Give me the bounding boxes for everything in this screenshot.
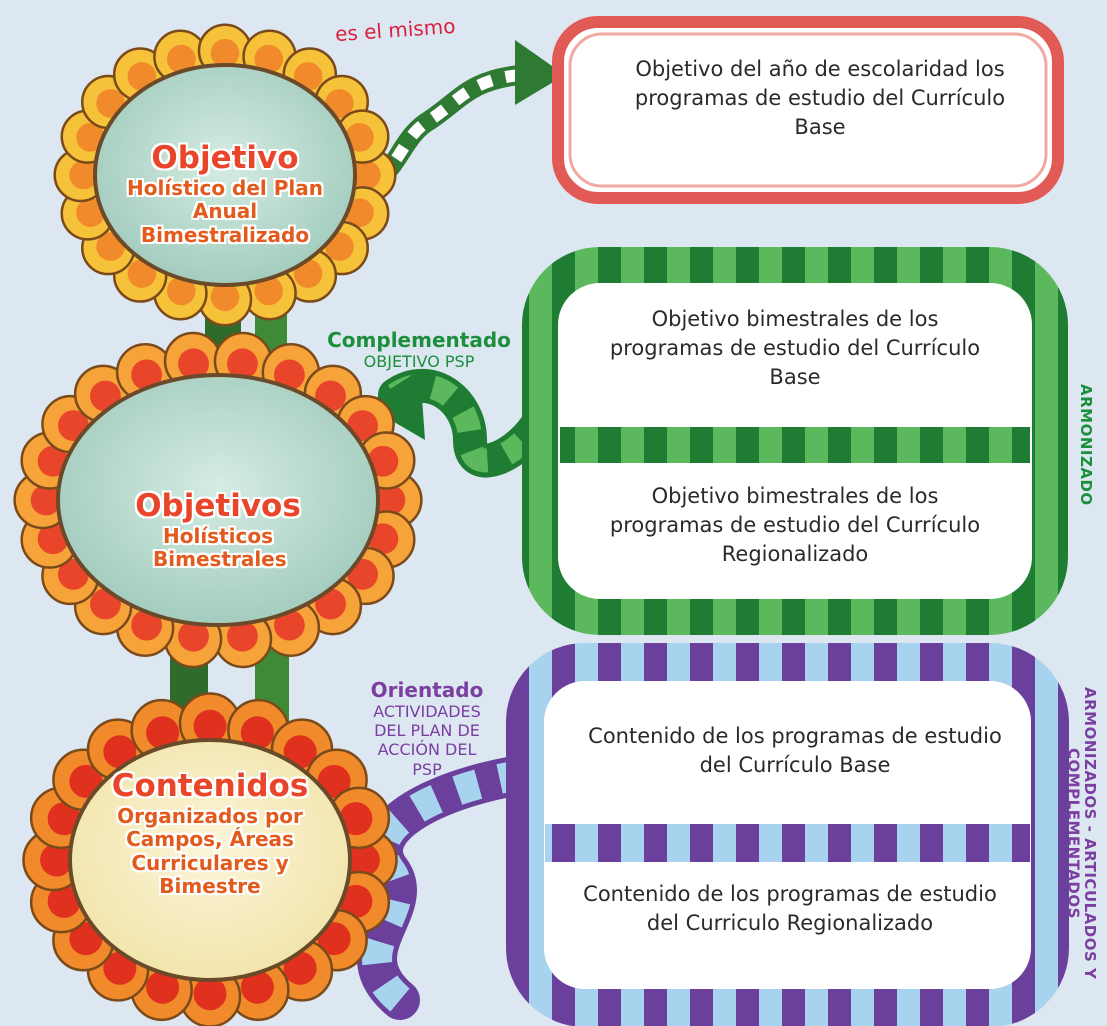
side-label-green: ARMONIZADO <box>1077 384 1095 506</box>
flower-3-subtitle: Organizados por Campos, Áreas Curricular… <box>117 803 303 899</box>
petal-inner <box>30 484 62 516</box>
petal-inner <box>37 445 69 477</box>
petal-inner <box>227 348 258 380</box>
petal-inner <box>254 44 283 74</box>
petal-inner <box>167 276 196 306</box>
flower-2-title: Objetivos <box>135 488 301 524</box>
flower-2 <box>13 331 423 669</box>
box-purple-2-text: Contenido de los programas de estudio de… <box>583 882 997 935</box>
petal-inner <box>367 445 399 477</box>
box-top-frame <box>552 16 1064 204</box>
petal-inner <box>254 276 283 306</box>
petal-inner <box>210 282 240 312</box>
connector-middle-sublabel: OBJETIVO PSP <box>363 352 475 371</box>
petal-inner <box>274 359 305 391</box>
connector-bottom-sublabel: ACTIVIDADES DEL PLAN DE ACCIÓN DEL PSP <box>373 702 481 779</box>
petal-inner <box>240 716 274 750</box>
petal-inner <box>131 359 162 391</box>
box-green-1-text: Objetivo bimestrales de los programas de… <box>609 307 981 389</box>
box-top-text: Objetivo del año de escolaridad los prog… <box>634 57 1006 139</box>
connector-middle-label-group: Complementado OBJETIVO PSP <box>304 328 534 371</box>
petal-inner <box>345 198 374 227</box>
petal-inner <box>193 977 227 1011</box>
flower-1-subtitle: Holístico del Plan Anual Bimestralizado <box>126 175 323 247</box>
petal-inner <box>178 348 209 380</box>
flower-3-title: Contenidos <box>111 768 309 804</box>
flower-2-text: Objetivos Holísticos Bimestrales <box>98 488 338 572</box>
box-purple-1-text: Contenido de los programas de estudio de… <box>588 724 1002 777</box>
petal-inner <box>346 843 380 877</box>
box-purple-frame <box>357 643 1069 1026</box>
side-label-purple: ARMONIZADOS - ARTICULADOS Y COMPLEMENTAD… <box>1064 686 1100 980</box>
petal-inner <box>339 884 373 918</box>
petal-inner <box>227 620 258 652</box>
flower-3 <box>22 692 398 1026</box>
petal-inner <box>283 735 317 769</box>
petal-inner <box>274 609 305 641</box>
petal-inner <box>76 198 105 227</box>
petal-inner <box>47 884 81 918</box>
petal-inner <box>146 970 180 1004</box>
petal-inner <box>339 802 373 836</box>
connector-middle-label: Complementado <box>327 328 511 352</box>
petal-inner <box>37 523 69 555</box>
petal-inner <box>103 735 137 769</box>
flower-2-subtitle: Holísticos Bimestrales <box>153 523 287 572</box>
petal-inner <box>40 843 74 877</box>
petal-inner <box>283 951 317 985</box>
connector-bottom-label-group: Orientado ACTIVIDADES DEL PLAN DE ACCIÓN… <box>352 678 502 779</box>
flower-1 <box>53 23 397 327</box>
petal-inner <box>240 970 274 1004</box>
flower-1-title: Objetivo <box>151 140 299 176</box>
connector-bottom-label: Orientado <box>370 678 484 702</box>
petal-inner <box>69 160 98 190</box>
petal-inner <box>76 123 105 152</box>
petal-inner <box>103 951 137 985</box>
flower-1-text: Objetivo Holístico del Plan Anual Bimest… <box>100 140 350 247</box>
petal-inner <box>178 620 209 652</box>
petal-inner <box>352 160 381 190</box>
petal-inner <box>345 123 374 152</box>
petal-inner <box>167 44 196 74</box>
petal-inner <box>193 709 227 743</box>
petal-inner <box>210 38 240 68</box>
petal-inner <box>47 802 81 836</box>
box-green-2-text: Objetivo bimestrales de los programas de… <box>609 484 981 566</box>
petal-inner <box>367 523 399 555</box>
flower-3-text: Contenidos Organizados por Campos, Áreas… <box>78 768 342 899</box>
petal-inner <box>131 609 162 641</box>
petal-inner <box>374 484 406 516</box>
box-green-frame <box>365 247 1068 635</box>
petal-inner <box>146 716 180 750</box>
